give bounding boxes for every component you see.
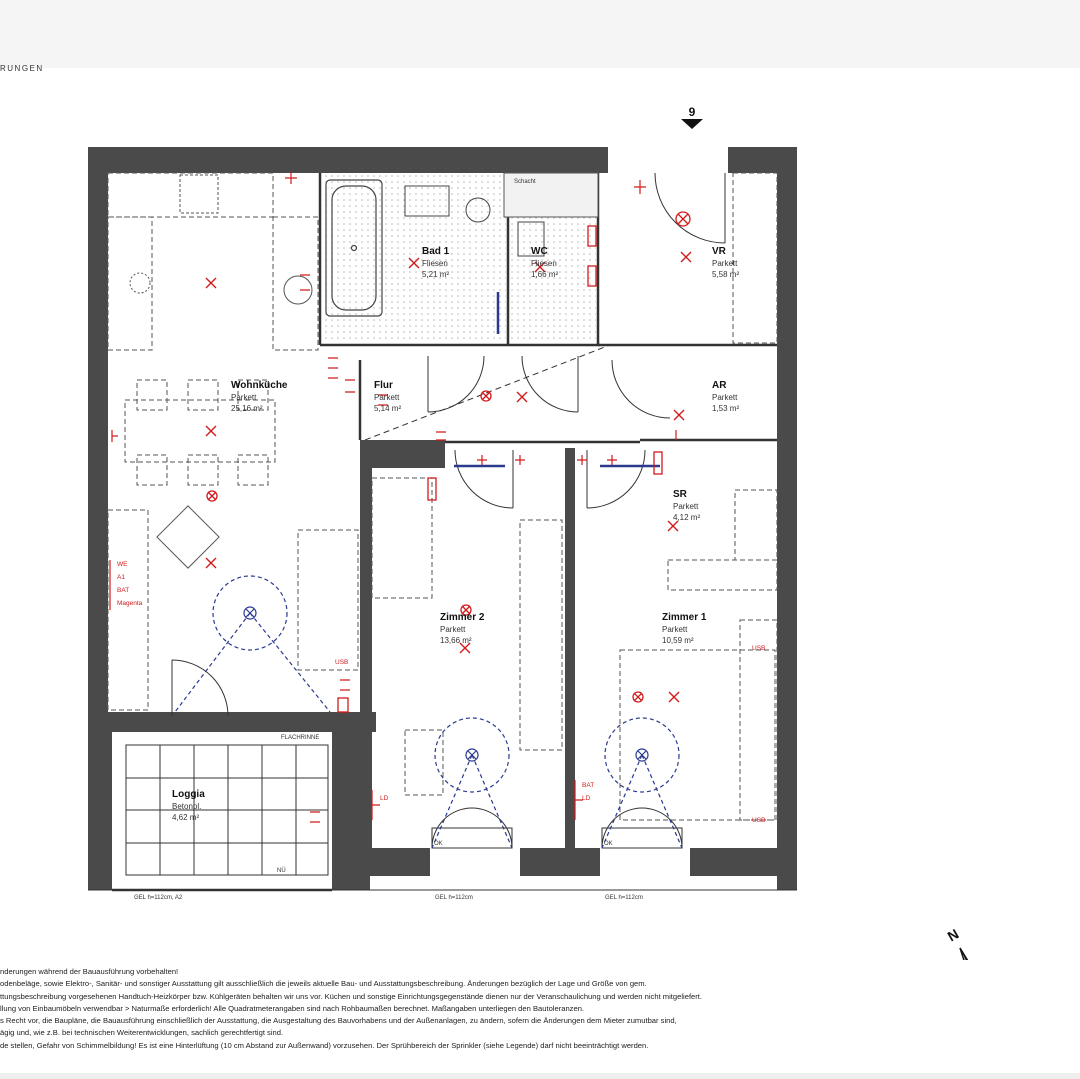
room-wohnkueche-area: 25,16 m² (231, 404, 263, 413)
ld-label-2: LD (380, 795, 389, 802)
shaft (503, 172, 599, 218)
room-labels: Wohnküche Parkett 25,16 m² Bad 1 Fliesen… (117, 179, 765, 901)
room-sr-name: SR (673, 489, 688, 500)
room-wc-floor: Fliesen (531, 259, 557, 268)
bat-label-1: BAT (117, 587, 129, 594)
room-zimmer2-area: 13,66 m² (440, 636, 472, 645)
toilet (517, 221, 545, 257)
room-loggia-area: 4,62 m² (172, 813, 199, 822)
stair-arrow-icon (681, 119, 703, 129)
flachrinne-label: FLACHRINNE (281, 735, 319, 741)
windows (431, 807, 683, 849)
floor-plan: Wohnküche Parkett 25,16 m² Bad 1 Fliesen… (88, 105, 969, 960)
room-ar-name: AR (712, 380, 727, 391)
magenta-label: Magenta (117, 600, 143, 607)
doors (171, 172, 726, 717)
room-bad-name: Bad 1 (422, 246, 450, 257)
bat-label-2: BAT (582, 782, 594, 789)
room-zimmer1-floor: Parkett (662, 625, 688, 634)
gel-label-3: GEL h=112cm (605, 895, 643, 901)
room-sr-floor: Parkett (673, 502, 699, 511)
ceiling-line (364, 344, 611, 441)
disclaimer-notes: nderungen während der Bauausführung vorb… (0, 966, 1070, 1052)
walls (88, 147, 797, 890)
usb-label-3: USB (752, 817, 765, 824)
shaft-label: Schacht (514, 179, 536, 185)
room-loggia-name: Loggia (172, 789, 205, 800)
sprinklers (174, 575, 683, 849)
heaters (454, 292, 660, 468)
ceiling-lights (205, 251, 692, 703)
room-wc-area: 1,66 m² (531, 270, 558, 279)
room-wc-name: WC (531, 246, 548, 257)
north-label: N (945, 926, 962, 945)
ld-label-1: LD (582, 795, 591, 802)
room-wohnkueche-name: Wohnküche (231, 380, 288, 391)
note-line: odenbeläge, sowie Elektro-, Sanitär- und… (0, 979, 647, 989)
room-sr-area: 4,12 m² (673, 513, 700, 522)
a1-label: A1 (117, 574, 125, 581)
ok-label-1: OK (434, 841, 443, 847)
usb-label-1: USB (335, 659, 348, 666)
usb-label-2: USB (752, 645, 765, 652)
sockets (109, 172, 677, 823)
room-bad-area: 5,21 m² (422, 270, 449, 279)
room-flur-floor: Parkett (374, 393, 400, 402)
bathtub (325, 179, 383, 317)
room-vr-area: 5,58 m² (712, 270, 739, 279)
wc-tile-fill (510, 217, 596, 343)
room-zimmer1-name: Zimmer 1 (662, 612, 707, 623)
note-line: ttungsbeschreibung vorgesehenen Handtuch… (0, 991, 703, 1001)
room-flur-area: 5,14 m² (374, 404, 401, 413)
room-zimmer1-area: 10,59 m² (662, 636, 694, 645)
note-line: nderungen während der Bauausführung vorb… (0, 967, 179, 976)
room-zimmer2-name: Zimmer 2 (440, 612, 485, 623)
washing-machine (465, 197, 491, 223)
stair-number: 9 (689, 105, 696, 119)
nue-label: NÜ (277, 867, 286, 874)
room-wohnkueche-floor: Parkett (231, 393, 257, 402)
note-line: llung von Einbaumöbeln verwendbar > Natu… (0, 1003, 585, 1013)
note-line: de stellen, Gefahr von Schimmelbildung! … (0, 1040, 649, 1050)
washbasin (404, 185, 450, 217)
switch-boxes (337, 225, 663, 713)
ok-label-2: OK (604, 841, 613, 847)
smoke-detectors (206, 211, 691, 703)
room-vr-name: VR (712, 246, 727, 257)
room-zimmer2-floor: Parkett (440, 625, 466, 634)
top-toolbar (0, 0, 1080, 68)
stair-marker: 9 (681, 105, 703, 129)
room-vr-floor: Parkett (712, 259, 738, 268)
note-line: s Recht vor, die Baupläne, die Bauausfüh… (0, 1016, 677, 1026)
bathroom-tile-fill (322, 175, 506, 343)
we-label: WE (117, 561, 128, 568)
room-ar-floor: Parkett (712, 393, 738, 402)
room-bad-floor: Fliesen (422, 259, 448, 268)
gel-label-1: GEL h=112cm, A2 (134, 895, 183, 901)
section-heading-fragment: RUNGEN (0, 64, 44, 73)
room-flur-name: Flur (374, 380, 393, 391)
loggia-grid (125, 744, 329, 876)
note-line: ägig und, wie z.B. bei technischen Weite… (0, 1028, 284, 1038)
bottom-bar (0, 1073, 1080, 1079)
north-arrow-icon: N (945, 926, 969, 960)
room-loggia-floor: Betonpl. (172, 802, 201, 811)
furniture (107, 172, 778, 821)
sprinkler-icons (243, 606, 649, 762)
gel-label-2: GEL h=112cm (435, 895, 473, 901)
room-ar-area: 1,53 m² (712, 404, 739, 413)
